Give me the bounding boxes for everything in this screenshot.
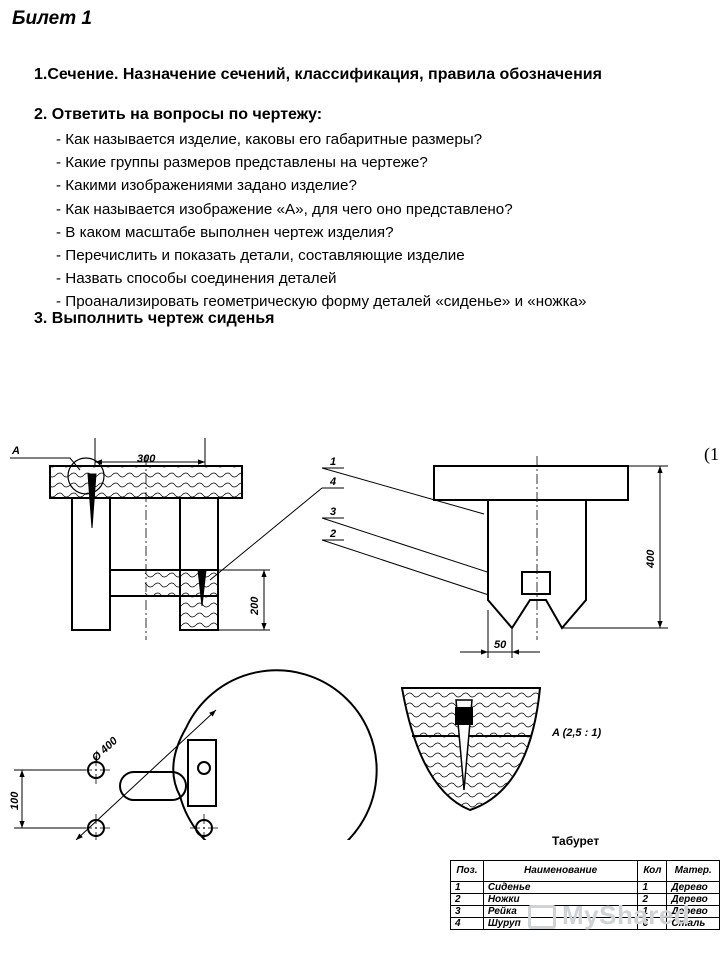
question-2-item: - Назвать способы соединения деталей [56,270,337,288]
cell: Сиденье [482,881,639,894]
question-2-list: - Как называется изделие, каковы его габ… [56,128,586,314]
question-2-item: - Какие группы размеров представлены на … [56,154,428,172]
cell: Шуруп [482,917,639,930]
position-leaders [209,467,531,601]
question-2-item: - В каком масштабе выполнен чертеж издел… [56,223,394,241]
dim-100: 100 [9,791,21,810]
position-3: 3 [330,506,336,518]
specification-table: Поз. Наименование Кол Матер. 1 Сиденье 1… [450,860,720,930]
question-1: 1.Сечение. Назначение сечений, классифик… [34,66,602,83]
cell: Сталь [666,917,720,930]
watermark: MyShared [528,900,690,931]
table-row: 1 Сиденье 1 Дерево [450,881,720,894]
dim-400-side: 400 [645,549,657,569]
question-2-item: - Как называется изображение «А», для че… [56,200,513,218]
detail-circle-a [67,457,105,495]
cell: 1 [450,881,484,894]
question-2-item: - Проанализировать геометрическую форму … [56,293,587,311]
dim-50: 50 [494,639,507,651]
cell: Дерево [666,881,720,894]
side-view [433,465,629,630]
watermark-text: MyShared [562,900,691,930]
question-2-item: - Перечислить и показать детали, составл… [56,247,465,265]
dim-diameter-400: Ø 400 [90,734,121,764]
question-2: 2. Ответить на вопросы по чертежу: [34,106,323,123]
corner-mark: (1 [704,444,719,465]
rail-side [521,571,551,595]
header-count: Кол [637,860,668,882]
cell: 6 [637,917,668,930]
dim-200: 200 [249,596,261,616]
position-1: 1 [330,456,336,468]
cell: 1 [637,881,668,894]
detail-label: A (2,5 : 1) [551,727,601,739]
plan-view [87,669,378,840]
question-2-item: - Какими изображениями задано изделие? [56,177,357,195]
presentation-icon [528,905,556,930]
dim-300: 300 [137,453,156,465]
table-header: Поз. Наименование Кол Матер. [450,860,720,882]
ticket-title: Билет 1 [12,8,92,29]
cell: 3 [450,905,484,918]
table-row: 4 Шуруп 6 Сталь [450,917,720,930]
technical-drawing: 300 200 A 1 4 3 2 400 50 (1 [9,438,719,840]
cell: 4 [450,917,484,930]
position-4: 4 [329,476,336,488]
seat-side [433,465,629,501]
question-2-item: - Как называется изделие, каковы его габ… [56,131,483,148]
header-material: Матер. [666,860,720,882]
screw-right [197,569,207,607]
product-caption: Табурет [552,834,600,848]
position-2: 2 [329,528,336,540]
header-name: Наименование [482,860,639,882]
table-row: 2 Ножки 2 Дерево [450,893,720,906]
screw-left [87,473,97,529]
cell: 2 [450,893,484,906]
header-position: Поз. [450,860,484,882]
label-a: A [11,445,20,457]
front-section-view [49,456,243,640]
front-dimensions [10,438,270,631]
detail-view-a [400,687,542,812]
question-3: 3. Выполнить чертеж сиденья [34,310,275,327]
